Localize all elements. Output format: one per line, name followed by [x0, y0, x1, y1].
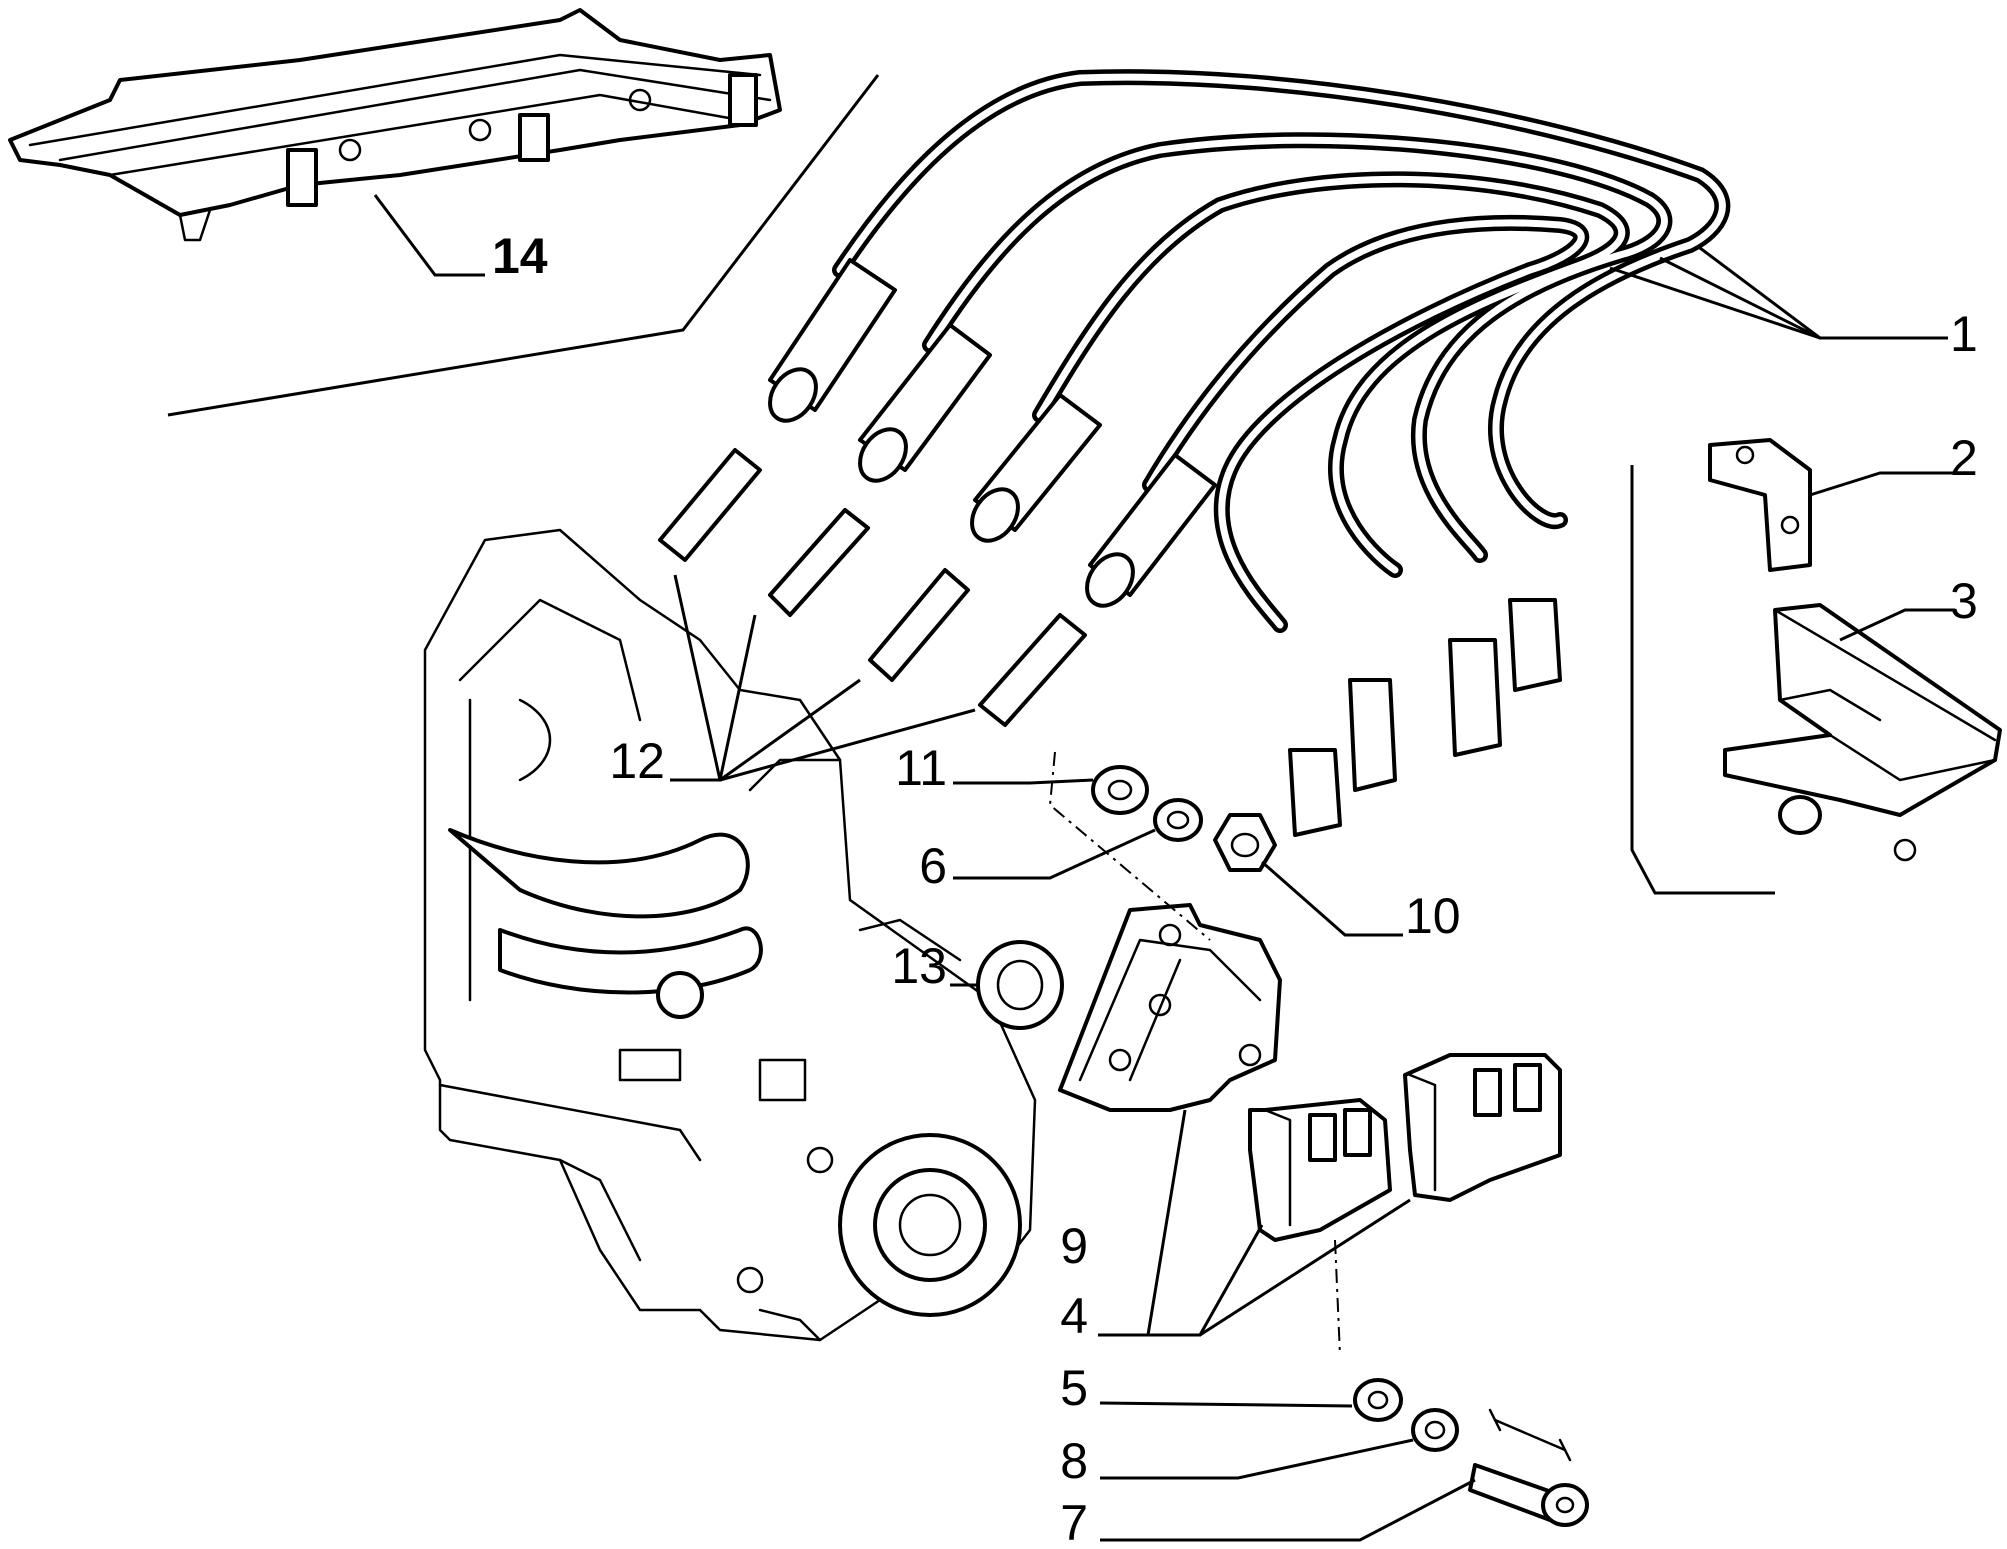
- callout-14: 14: [492, 228, 548, 284]
- callout-1: 1: [1950, 306, 1978, 362]
- axis-line: [1334, 1239, 1341, 1356]
- callout-6: 6: [919, 838, 947, 894]
- nut-part-10: [1213, 813, 1277, 872]
- separator-bracket: [1630, 465, 1775, 895]
- callout-7: 7: [1060, 1495, 1088, 1549]
- bolt-part-7: [1468, 1408, 1589, 1527]
- washer-part-5: [1353, 1378, 1403, 1422]
- callout-3: 3: [1950, 573, 1978, 629]
- coil-mounting-bracket-part: [1723, 603, 2002, 862]
- callout-10: 10: [1405, 888, 1461, 944]
- callout-8: 8: [1060, 1433, 1088, 1489]
- callout-labels: 1 2 3 4 5 8 7 9 10 11 6 13 12 14: [492, 228, 1978, 1549]
- seal-ring-part-13: [976, 940, 1064, 1030]
- spark-plugs-part: [658, 448, 1087, 727]
- ignition-cover-part: [8, 8, 782, 242]
- small-bracket-part: [1708, 438, 1812, 572]
- callout-2: 2: [1950, 430, 1978, 486]
- washer-part-11: [1091, 765, 1149, 815]
- callout-5: 5: [1060, 1360, 1088, 1416]
- leader-lines: [373, 194, 1955, 1542]
- callout-4: 4: [1060, 1288, 1088, 1344]
- engine-block-drawing: [423, 528, 1037, 1342]
- washer-part-8: [1411, 1408, 1459, 1452]
- callout-12: 12: [609, 733, 665, 789]
- ignition-coils-part: [1248, 1053, 1562, 1242]
- ignition-cable-set-part: [768, 69, 1731, 837]
- washer-part-6: [1153, 798, 1203, 842]
- callout-11: 11: [895, 740, 947, 796]
- callout-13: 13: [891, 938, 947, 994]
- separator-line: [167, 74, 880, 417]
- callout-9: 9: [1060, 1218, 1088, 1274]
- coil-support-bracket-part: [1058, 903, 1282, 1112]
